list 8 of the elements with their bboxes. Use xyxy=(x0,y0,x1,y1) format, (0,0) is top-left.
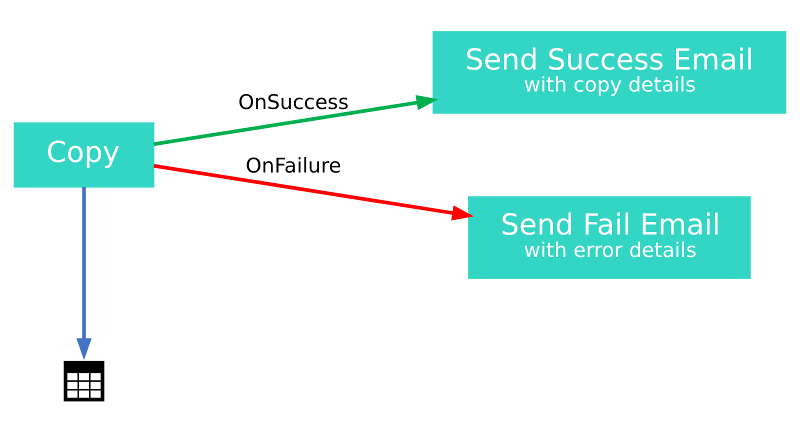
edge-label: OnSuccess xyxy=(238,90,349,114)
node-box: Copy xyxy=(14,122,154,188)
node-box: Send Fail Email with error details xyxy=(468,196,751,279)
arrow xyxy=(76,186,92,360)
arrow xyxy=(154,164,474,221)
arrow xyxy=(154,95,438,146)
node-box: Send Success Email with copy details xyxy=(432,31,786,114)
edge-label: OnFailure xyxy=(246,154,342,178)
